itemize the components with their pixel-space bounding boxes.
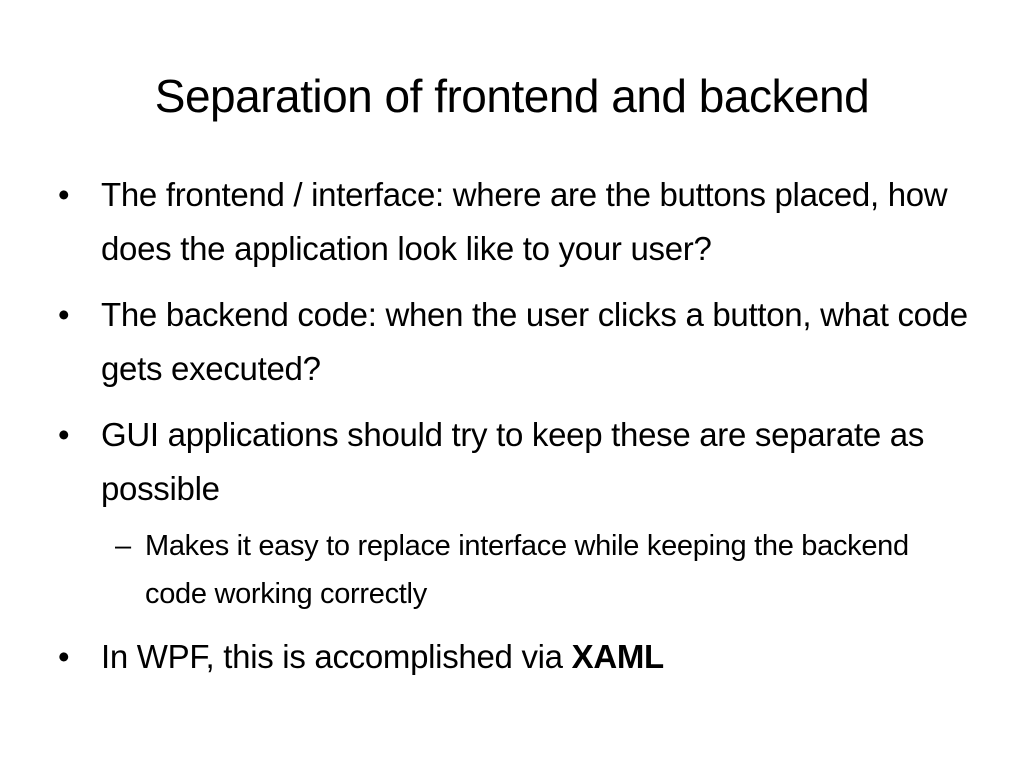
bullet-item: • GUI applications should try to keep th… xyxy=(58,408,978,516)
bullet-bold-text: XAML xyxy=(571,638,665,675)
slide-title: Separation of frontend and backend xyxy=(154,70,870,122)
slide-content: • The frontend / interface: where are th… xyxy=(58,168,978,696)
bullet-marker: • xyxy=(58,176,70,213)
bullet-text: In WPF, this is accomplished via xyxy=(101,638,572,675)
sub-bullet-marker: – xyxy=(115,530,131,562)
bullet-text: The backend code: when the user clicks a… xyxy=(101,296,968,387)
bullet-marker: • xyxy=(58,296,70,333)
bullet-text: GUI applications should try to keep thes… xyxy=(101,416,925,507)
bullet-item: • The backend code: when the user clicks… xyxy=(58,288,978,396)
sub-bullet-text: Makes it easy to replace interface while… xyxy=(145,530,909,610)
bullet-item: • In WPF, this is accomplished via XAML xyxy=(58,630,978,684)
bullet-text: The frontend / interface: where are the … xyxy=(101,176,948,267)
bullet-marker: • xyxy=(58,638,70,675)
bullet-item: • The frontend / interface: where are th… xyxy=(58,168,978,276)
sub-bullet-item: – Makes it easy to replace interface whi… xyxy=(58,522,978,618)
bullet-marker: • xyxy=(58,416,70,453)
